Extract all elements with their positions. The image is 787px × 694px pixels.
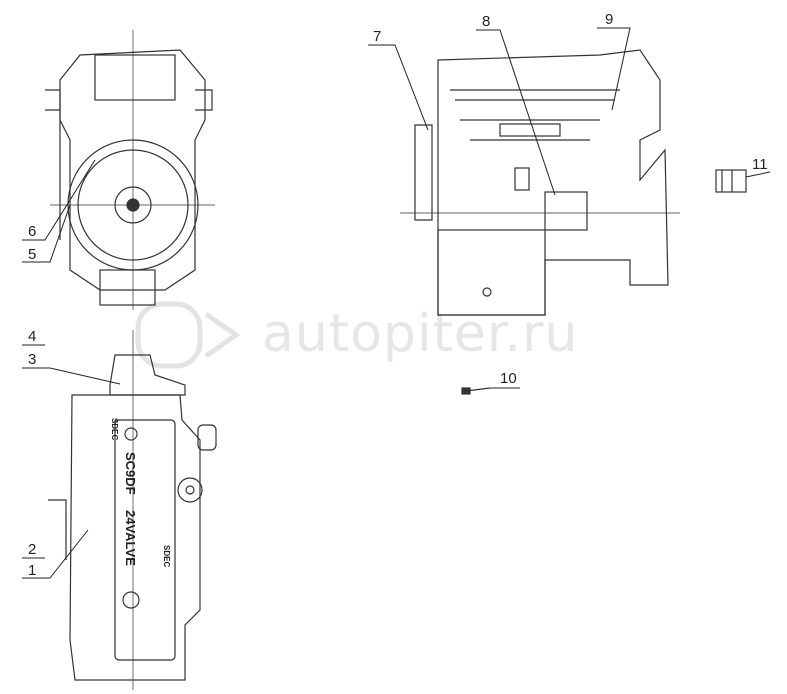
callout-6: 6: [28, 223, 37, 240]
callout-4: 4: [28, 328, 37, 345]
leader-lines: [22, 27, 771, 579]
part-11-connector: [715, 169, 747, 193]
callout-10: 10: [500, 370, 517, 387]
callout-7: 7: [373, 28, 382, 45]
brand-marking-top: SDEC: [110, 418, 119, 440]
front-view-engine: [45, 30, 215, 310]
callout-8: 8: [482, 13, 491, 30]
watermark: autopiter.ru: [262, 308, 578, 360]
watermark-text: autopiter.ru: [262, 304, 579, 364]
callout-3: 3: [28, 351, 37, 368]
watermark-logo-icon: [135, 301, 241, 369]
model-marking: SC9DF: [123, 452, 138, 495]
part-10-sensor: [461, 387, 491, 395]
callout-2: 2: [28, 541, 37, 558]
callout-1: 1: [28, 562, 37, 579]
top-view-engine: SC9DF 24VALVE SDEC SDEC: [48, 330, 217, 690]
valve-marking: 24VALVE: [123, 510, 138, 566]
side-view-engine: [400, 49, 680, 316]
callout-9: 9: [605, 11, 614, 28]
brand-marking-side: SDEC: [162, 545, 171, 567]
callout-5: 5: [28, 246, 37, 263]
callout-11: 11: [752, 156, 768, 173]
